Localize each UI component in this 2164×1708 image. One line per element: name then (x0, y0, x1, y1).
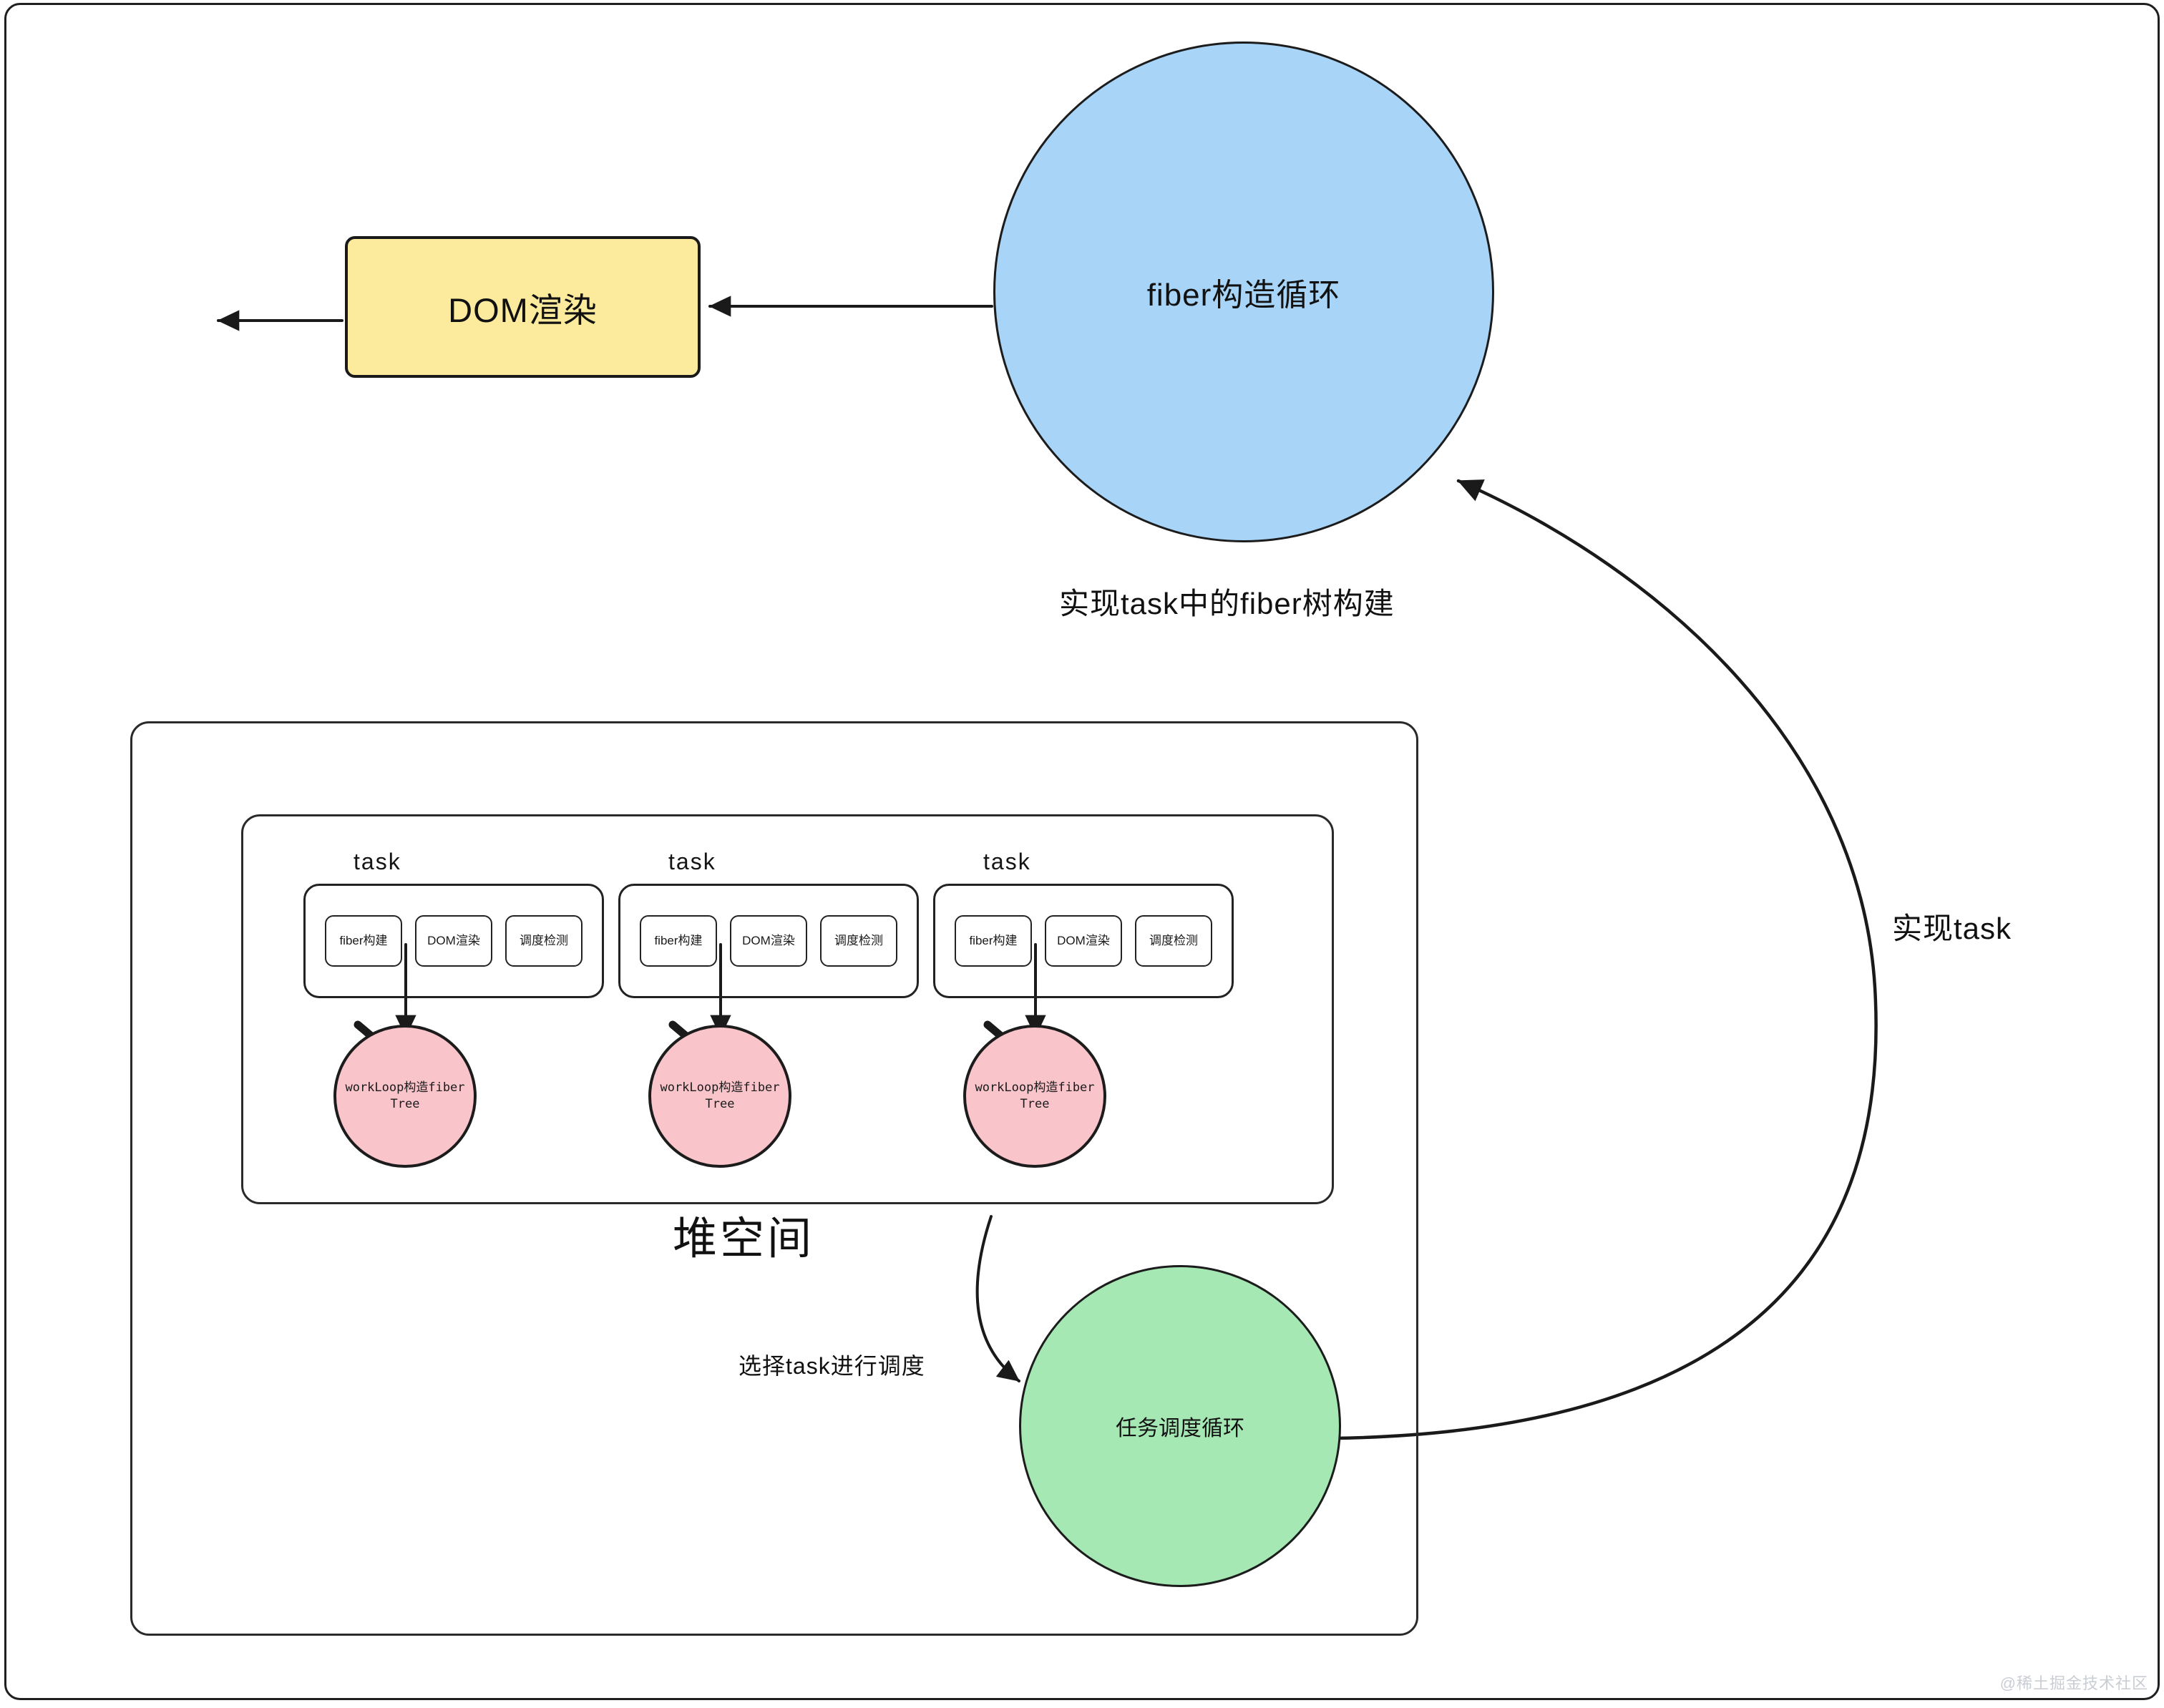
heap-space-frame (130, 721, 1418, 1636)
workloop-circle[interactable]: workLoop构造fiber Tree (333, 1025, 477, 1168)
workloop-label: workLoop构造fiber Tree (660, 1080, 780, 1111)
task-scheduling-loop-label: 任务调度循环 (1116, 1417, 1244, 1440)
task-label: task (668, 849, 716, 874)
chip-schedule-check[interactable]: 调度检测 (820, 915, 897, 967)
dom-render-label: DOM渲染 (448, 291, 598, 329)
fiber-construct-loop-label: fiber构造循环 (1146, 278, 1341, 313)
task-group: task fiber构建 DOM渲染 调度检测 (933, 849, 1241, 998)
edge-label-pick-task: 选择task进行调度 (739, 1353, 925, 1379)
chip-schedule-check[interactable]: 调度检测 (505, 915, 583, 967)
workloop-label: workLoop构造fiber Tree (975, 1080, 1095, 1111)
outer-frame (4, 3, 2160, 1700)
task-card[interactable]: fiber构建 DOM渲染 调度检测 (303, 884, 604, 998)
chip-dom-render[interactable]: DOM渲染 (415, 915, 492, 967)
chip-fiber-build[interactable]: fiber构建 (325, 915, 402, 967)
workloop-circle[interactable]: workLoop构造fiber Tree (648, 1025, 791, 1168)
fiber-construct-loop-circle[interactable]: fiber构造循环 (993, 42, 1494, 542)
workloop-label: workLoop构造fiber Tree (345, 1080, 465, 1111)
task-scheduling-loop-circle[interactable]: 任务调度循环 (1019, 1265, 1341, 1587)
chip-dom-render[interactable]: DOM渲染 (730, 915, 807, 967)
task-label: task (354, 849, 401, 874)
heap-space-label: 堆空间 (673, 1214, 815, 1264)
workloop-circle[interactable]: workLoop构造fiber Tree (963, 1025, 1106, 1168)
task-list-frame (241, 814, 1334, 1204)
chip-fiber-build[interactable]: fiber构建 (955, 915, 1032, 967)
chip-fiber-build[interactable]: fiber构建 (640, 915, 717, 967)
task-group: task fiber构建 DOM渲染 调度检测 (618, 849, 926, 998)
edge-label-fiber-tree-build: 实现task中的fiber树构建 (1059, 587, 1395, 620)
edge-label-implement-task: 实现task (1892, 912, 2012, 945)
task-card[interactable]: fiber构建 DOM渲染 调度检测 (933, 884, 1234, 998)
task-label: task (983, 849, 1031, 874)
chip-schedule-check[interactable]: 调度检测 (1135, 915, 1212, 967)
dom-render-box[interactable]: DOM渲染 (345, 236, 701, 378)
task-card[interactable]: fiber构建 DOM渲染 调度检测 (618, 884, 919, 998)
task-group: task fiber构建 DOM渲染 调度检测 (303, 849, 611, 998)
watermark: @稀土掘金技术社区 (1999, 1674, 2148, 1692)
chip-dom-render[interactable]: DOM渲染 (1045, 915, 1122, 967)
